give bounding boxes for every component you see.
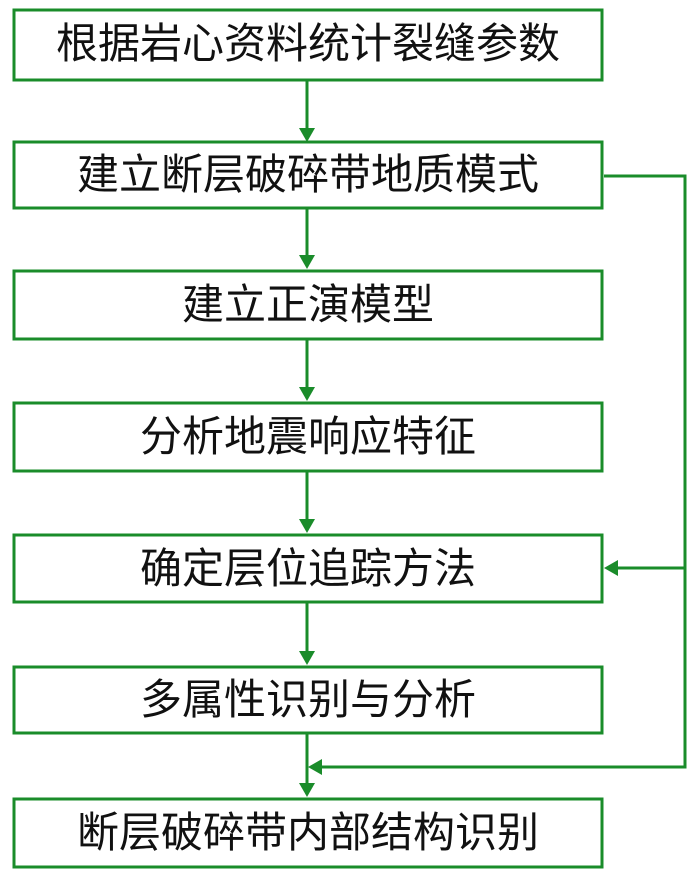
step-2-label: 建立断层破碎带地质模式 xyxy=(77,150,539,199)
arrowhead xyxy=(299,519,315,533)
step-4-label: 分析地震响应特征 xyxy=(140,412,476,461)
step-4-box: 分析地震响应特征 xyxy=(12,401,604,473)
step-3-label: 建立正演模型 xyxy=(182,280,434,329)
step-2-box: 建立断层破碎带地质模式 xyxy=(12,140,604,210)
step-5-label: 确定层位追踪方法 xyxy=(140,544,476,593)
arrowhead-left xyxy=(604,560,618,576)
connectors xyxy=(299,80,687,797)
arrowhead xyxy=(299,128,315,142)
arrowhead xyxy=(299,783,315,797)
step-7-box: 断层破碎带内部结构识别 xyxy=(12,797,604,869)
step-1-box: 根据岩心资料统计裂缝参数 xyxy=(12,8,604,82)
step-6-box: 多属性识别与分析 xyxy=(12,665,604,735)
arrowhead-left xyxy=(308,759,322,775)
step-7-label: 断层破碎带内部结构识别 xyxy=(77,808,539,857)
feedback-line xyxy=(318,174,687,769)
step-1-label: 根据岩心资料统计裂缝参数 xyxy=(56,19,560,68)
step-5-box: 确定层位追踪方法 xyxy=(12,533,604,604)
arrowhead xyxy=(299,255,315,269)
step-3-box: 建立正演模型 xyxy=(12,269,604,341)
arrowhead xyxy=(299,651,315,665)
arrowhead xyxy=(299,387,315,401)
step-6-label: 多属性识别与分析 xyxy=(140,675,476,724)
